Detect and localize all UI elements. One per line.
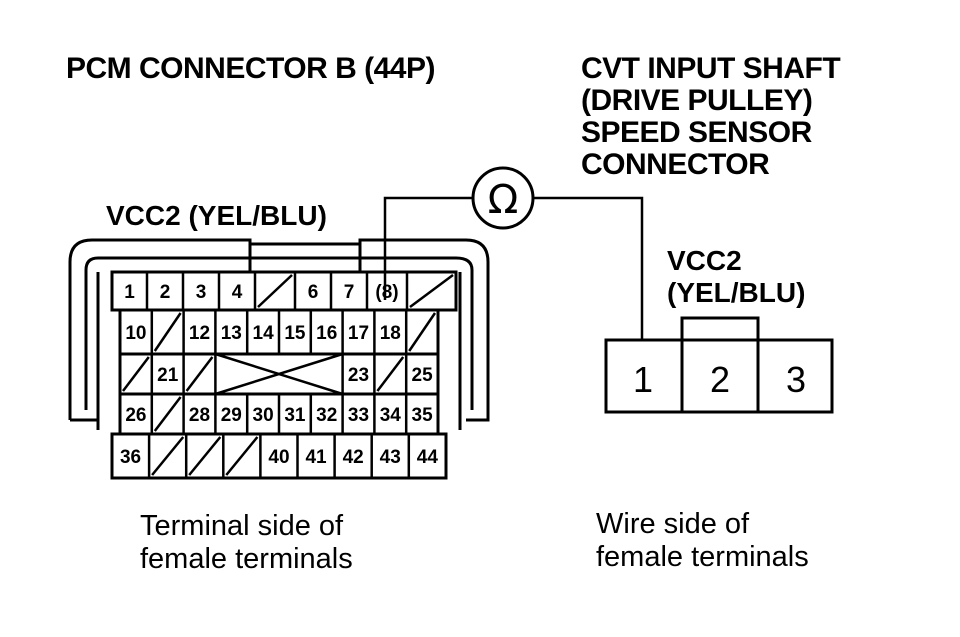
pcm-terminal-1: 1 [124, 282, 135, 303]
pcm-terminal-10: 10 [125, 323, 146, 344]
pcm-housing-inner [84, 256, 474, 410]
blank-cavity-slash [376, 356, 405, 392]
blank-cavity-slash [153, 312, 182, 352]
pcm-terminal-21: 21 [157, 365, 179, 386]
sensor-caption-line-1: Wire side of [596, 508, 750, 540]
sensor-pin-3: 3 [786, 359, 806, 400]
pcm-terminal-25: 25 [412, 365, 434, 386]
pcm-caption-line-1: Terminal side of [140, 510, 344, 542]
blank-cavity-slash [153, 396, 182, 432]
pcm-terminal-30: 30 [253, 405, 274, 426]
pcm-terminal-2: 2 [160, 282, 171, 303]
pcm-terminal-43: 43 [380, 447, 401, 468]
pcm-terminal-40: 40 [268, 447, 289, 468]
pcm-terminal-16: 16 [316, 323, 337, 344]
pcm-terminal-17: 17 [348, 323, 369, 344]
pcm-terminal-12: 12 [189, 323, 210, 344]
pcm-terminal-26: 26 [125, 405, 146, 426]
probe-wire-pcm [383, 196, 472, 300]
pcm-terminal-29: 29 [221, 405, 242, 426]
pcm-wire-label: VCC2 (YEL/BLU) [106, 200, 327, 231]
blank-cavity-slash [408, 312, 437, 352]
blank-cavity-slash [122, 356, 150, 392]
pcm-terminal-41: 41 [305, 447, 327, 468]
pcm-terminal-6: 6 [308, 282, 319, 303]
pcm-terminal-42: 42 [343, 447, 364, 468]
sensor-pin-2: 2 [710, 359, 730, 400]
sensor-caption-line-2: female terminals [596, 541, 809, 573]
sensor-wire-label-line-2: (YEL/BLU) [667, 277, 806, 308]
sensor-connector-tab [680, 316, 760, 342]
pcm-terminal-36: 36 [120, 447, 141, 468]
pcm-terminal-4: 4 [232, 282, 243, 303]
pcm-terminal-44: 44 [417, 447, 439, 468]
pcm-terminal-15: 15 [284, 323, 306, 344]
pcm-terminal-28: 28 [189, 405, 210, 426]
blank-cavity-slash [151, 436, 185, 476]
sensor-title-line-4: CONNECTOR [581, 148, 770, 181]
pcm-terminal-31: 31 [284, 405, 306, 426]
sensor-title-line-2: (DRIVE PULLEY) [581, 84, 813, 117]
pcm-connector-title: PCM CONNECTOR B (44P) [66, 52, 435, 85]
sensor-title-line-3: SPEED SENSOR [581, 116, 812, 149]
blank-cavity-slash [257, 274, 293, 308]
pcm-terminal-34: 34 [380, 405, 402, 426]
pcm-terminal-35: 35 [412, 405, 434, 426]
pcm-terminal-18: 18 [380, 323, 401, 344]
pcm-terminal-3: 3 [196, 282, 207, 303]
pcm-terminal-32: 32 [316, 405, 337, 426]
probe-wire-sensor [534, 196, 644, 340]
blank-cavity-slash [185, 356, 214, 392]
sensor-pin-1: 1 [633, 359, 653, 400]
pcm-terminal-13: 13 [221, 323, 242, 344]
pcm-terminal-23: 23 [348, 365, 369, 386]
sensor-title-line-1: CVT INPUT SHAFT [581, 52, 841, 85]
blank-cavity-slash [409, 273, 454, 309]
ohmmeter-icon [471, 166, 535, 230]
sensor-wire-label-line-1: VCC2 [667, 245, 742, 276]
pcm-terminal-7: 7 [344, 282, 355, 303]
blank-cavity-slash [225, 436, 259, 476]
pcm-caption-line-2: female terminals [140, 543, 353, 575]
sensor-connector-body [604, 338, 834, 414]
pcm-terminal-33: 33 [348, 405, 369, 426]
pcm-terminal-14: 14 [253, 323, 275, 344]
crossed-region-diagonal [215, 352, 343, 396]
ohm-symbol: Ω [488, 177, 519, 223]
pcm-terminal-8: (8) [375, 282, 398, 303]
blank-cavity-slash [188, 436, 222, 476]
